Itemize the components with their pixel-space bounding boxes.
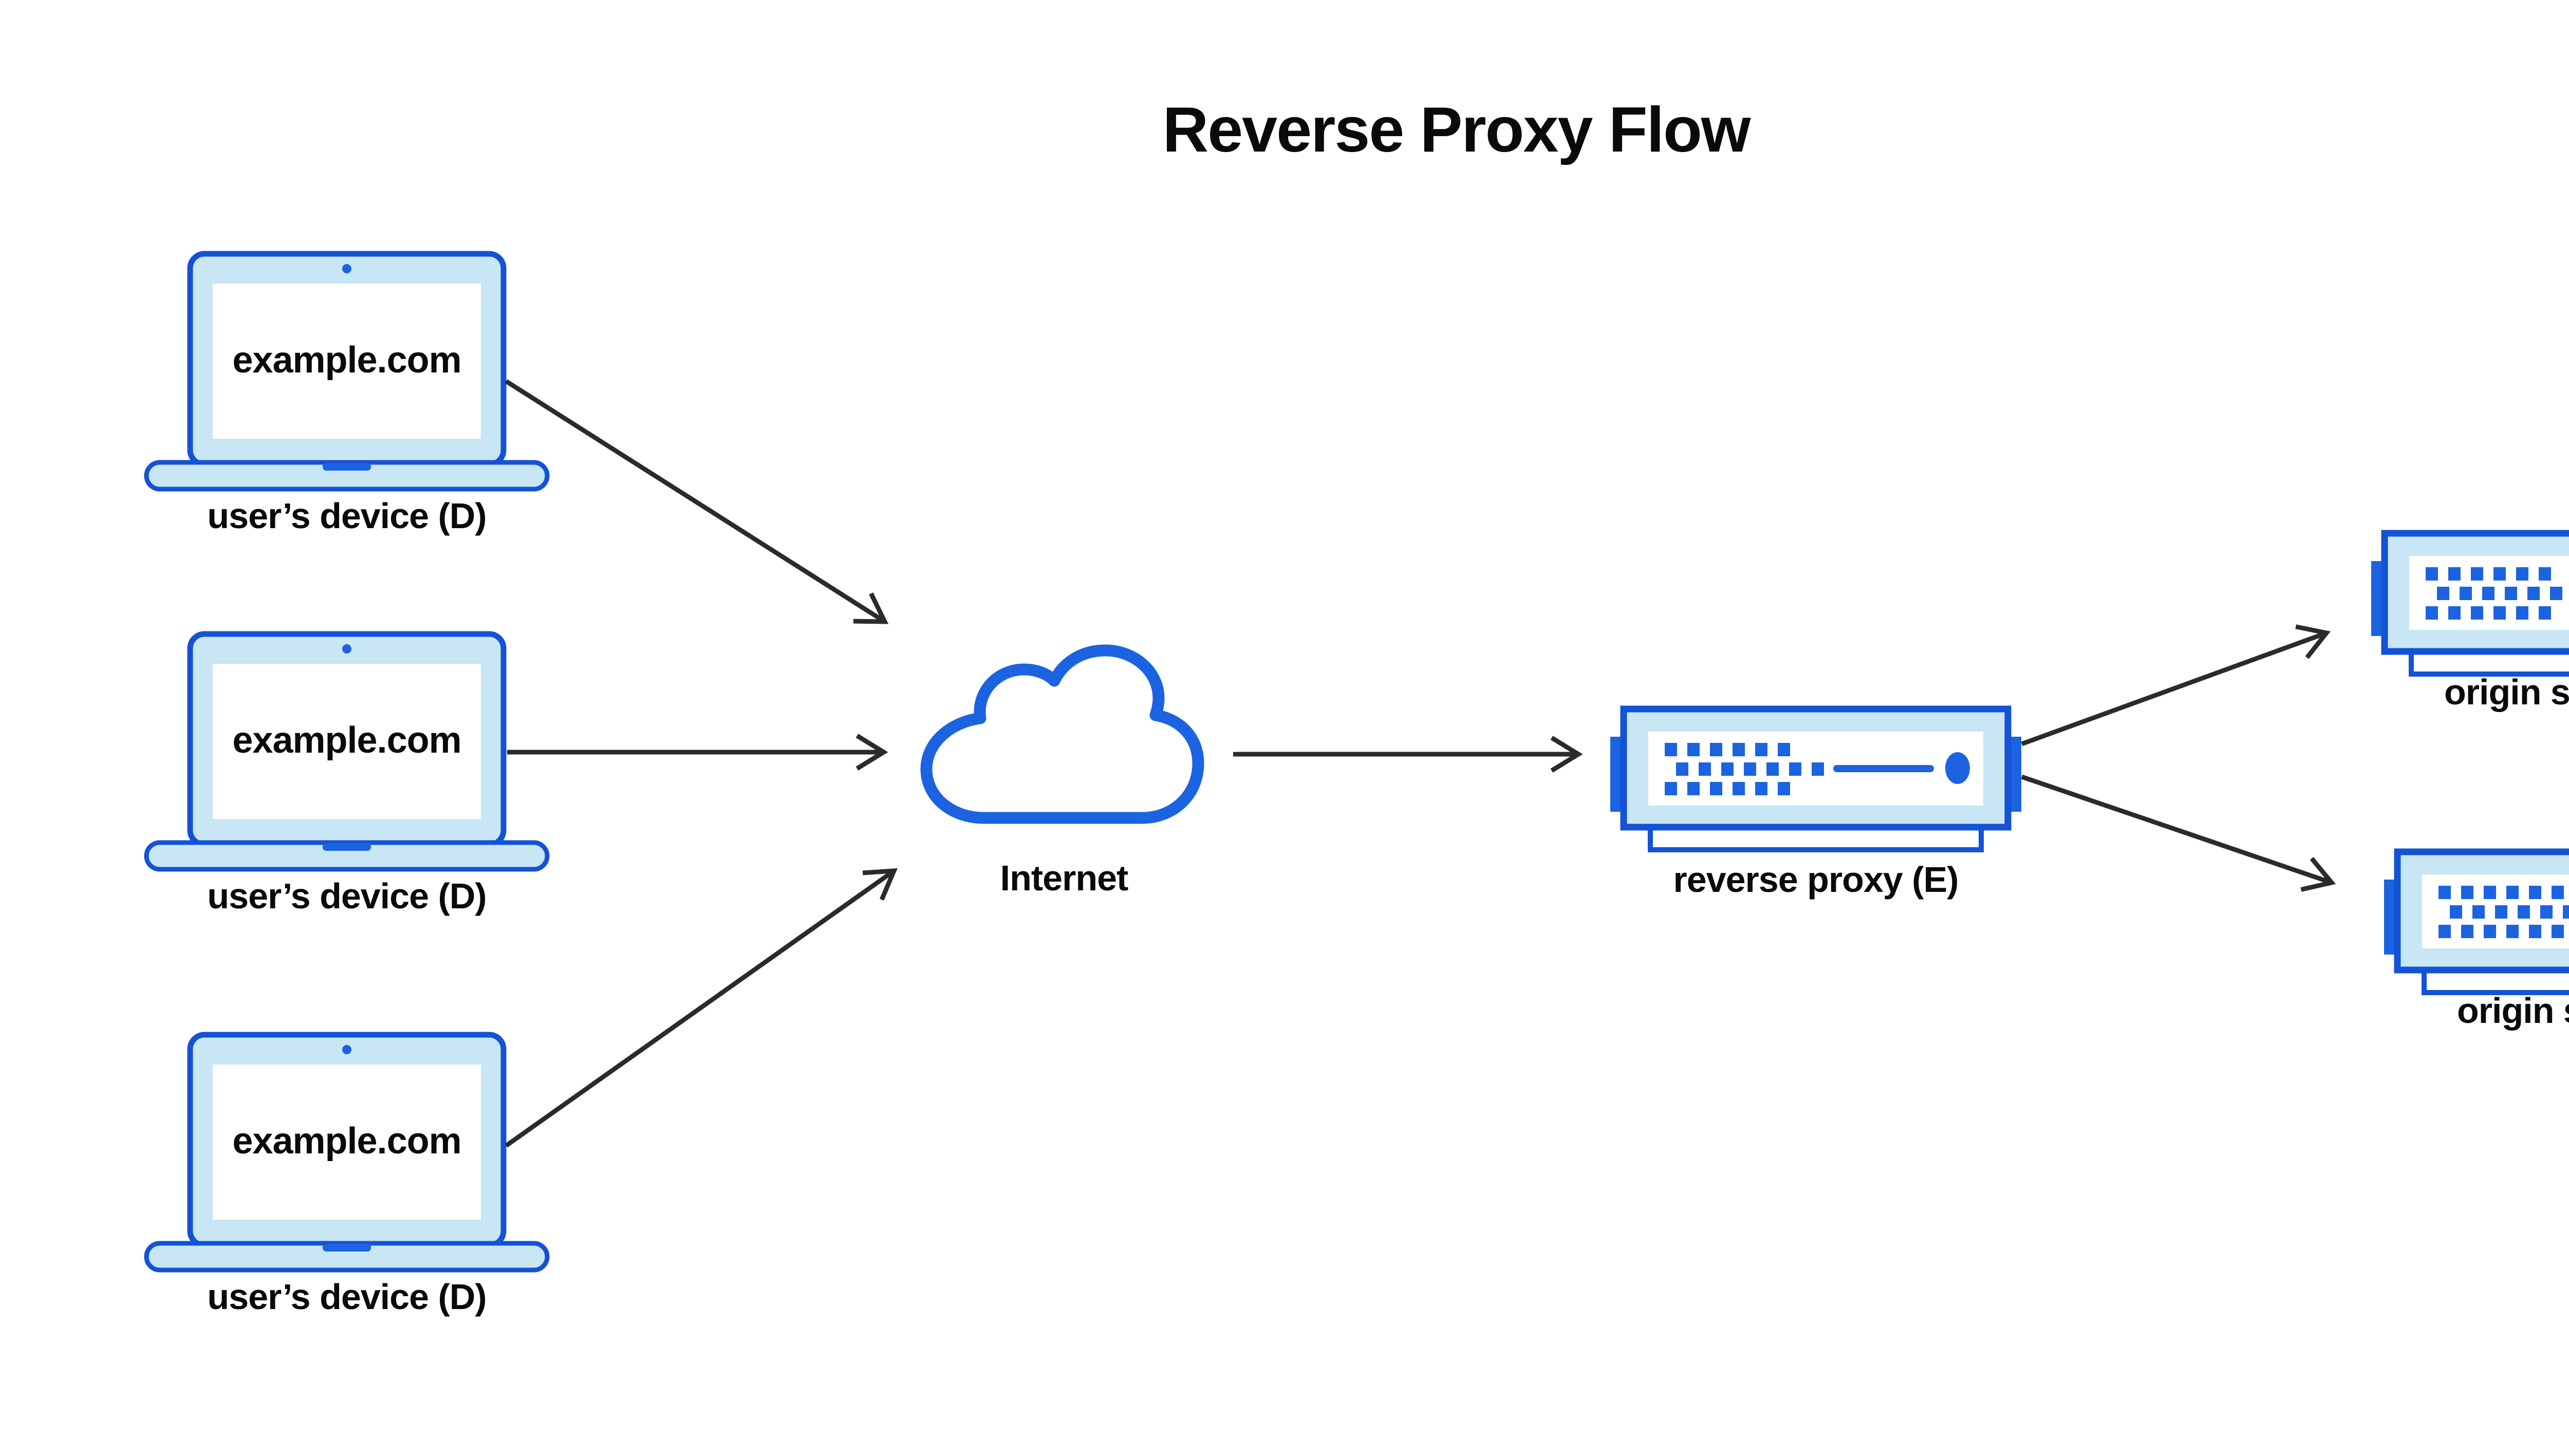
user-device-label: user’s device (D) bbox=[207, 876, 487, 916]
cloud-icon bbox=[912, 643, 1213, 824]
arrow-device1-internet bbox=[505, 379, 889, 624]
reverse-proxy-node: reverse proxy (E) bbox=[1610, 705, 2021, 900]
origin-server-node-1: origin server (F) bbox=[2371, 529, 2569, 712]
server-icon bbox=[2384, 848, 2569, 997]
origin-server-node-2: origin server (F) bbox=[2384, 848, 2569, 1031]
user-device-node-3: example.com user’s device (D) bbox=[144, 1032, 550, 1317]
internet-node: Internet bbox=[912, 643, 1213, 898]
user-device-node-2: example.com user’s device (D) bbox=[144, 631, 550, 916]
arrow-proxy-origin2 bbox=[2021, 774, 2336, 892]
user-device-node-1: example.com user’s device (D) bbox=[144, 251, 550, 536]
diagram-title: Reverse Proxy Flow bbox=[1162, 95, 1751, 165]
device-screen-text: example.com bbox=[232, 720, 461, 761]
device-screen-text: example.com bbox=[232, 340, 461, 381]
device-screen-text: example.com bbox=[232, 1121, 461, 1162]
origin-server-label: origin server (F) bbox=[2457, 991, 2569, 1031]
arrow-proxy-origin1 bbox=[2021, 624, 2331, 746]
internet-label: Internet bbox=[1000, 858, 1129, 898]
server-icon bbox=[2371, 529, 2569, 678]
user-device-label: user’s device (D) bbox=[207, 1277, 487, 1317]
reverse-proxy-label: reverse proxy (E) bbox=[1673, 860, 1959, 900]
origin-server-label: origin server (F) bbox=[2444, 672, 2569, 712]
arrow-device3-internet bbox=[505, 868, 898, 1148]
server-icon bbox=[1610, 705, 2021, 854]
user-device-label: user’s device (D) bbox=[207, 496, 487, 536]
